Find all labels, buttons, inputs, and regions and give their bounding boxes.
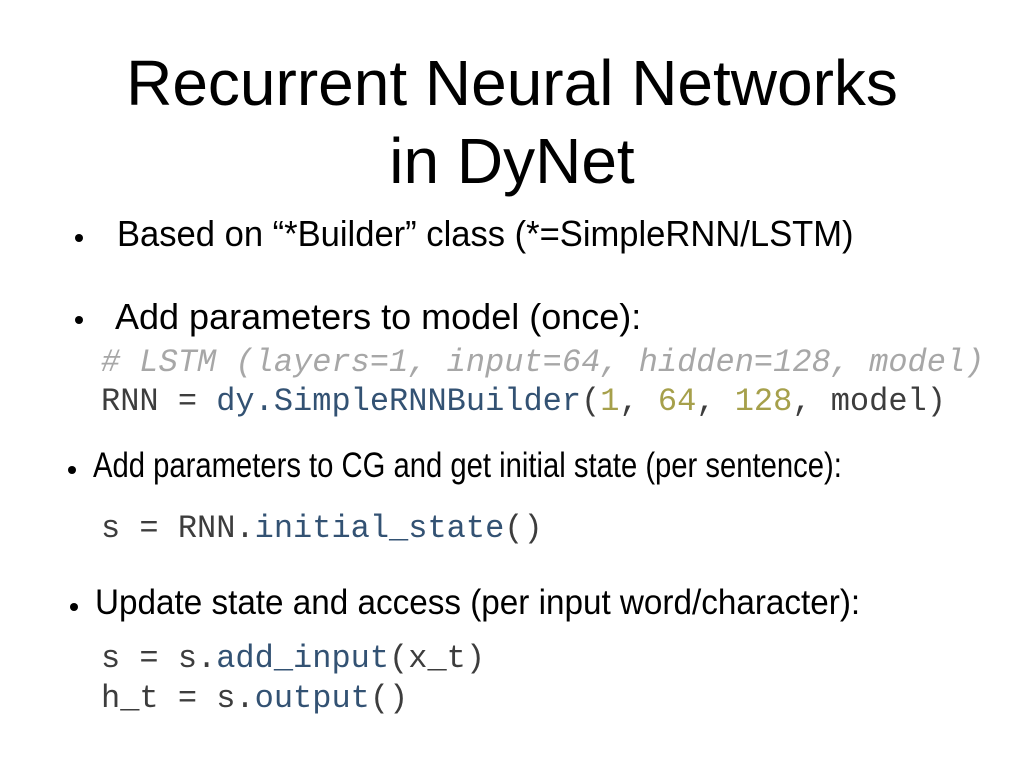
code-block-initial-state: s = RNN.initial_state() [101,509,543,548]
code-token-method: initial_state [254,510,505,547]
code-line: s = RNN.initial_state() [101,509,543,548]
bullet-item-3: Add parameters to CG and get initial sta… [93,446,842,485]
code-line: s = s.add_input(x_t) [101,639,485,679]
bullet-item-2: Add parameters to model (once): [115,296,642,337]
code-token-plain: , [619,383,658,420]
code-block-update-state: s = s.add_input(x_t)h_t = s.output() [101,639,485,719]
code-token-plain: h_t = s. [101,680,255,717]
code-token-plain: , model) [792,383,946,420]
code-token-method: dy.SimpleRNNBuilder [216,383,582,420]
bullet-item-1: Based on “*Builder” class (*=SimpleRNN/L… [117,213,854,254]
code-token-plain: s = RNN. [101,510,255,547]
title-line-2: in DyNet [389,125,635,197]
code-token-plain: () [504,510,543,547]
code-token-plain: RNN = [101,383,217,420]
code-token-number: 128 [734,383,793,420]
bullet-marker [68,466,76,474]
code-block-builder-init: # LSTM (layers=1, input=64, hidden=128, … [101,343,984,421]
code-token-plain: () [369,680,409,717]
bullet-marker [70,603,78,611]
bullet-marker [75,234,83,242]
code-line: RNN = dy.SimpleRNNBuilder(1, 64, 128, mo… [101,382,984,421]
code-line: h_t = s.output() [101,679,485,719]
code-token-plain: , [696,383,735,420]
code-token-method: add_input [216,640,390,677]
code-token-comment: # LSTM (layers=1, input=64, hidden=128, … [101,344,985,381]
slide-title: Recurrent Neural Networks in DyNet [0,44,1024,200]
bullet-marker [75,316,83,324]
code-token-plain: ( [581,383,601,420]
code-token-number: 1 [600,383,620,420]
code-token-plain: s = s. [101,640,217,677]
bullet-item-4: Update state and access (per input word/… [95,583,861,622]
code-token-plain: (x_t) [389,640,486,677]
code-line: # LSTM (layers=1, input=64, hidden=128, … [101,343,984,382]
code-token-method: output [254,680,370,717]
title-line-1: Recurrent Neural Networks [126,47,898,119]
code-token-number: 64 [657,383,697,420]
